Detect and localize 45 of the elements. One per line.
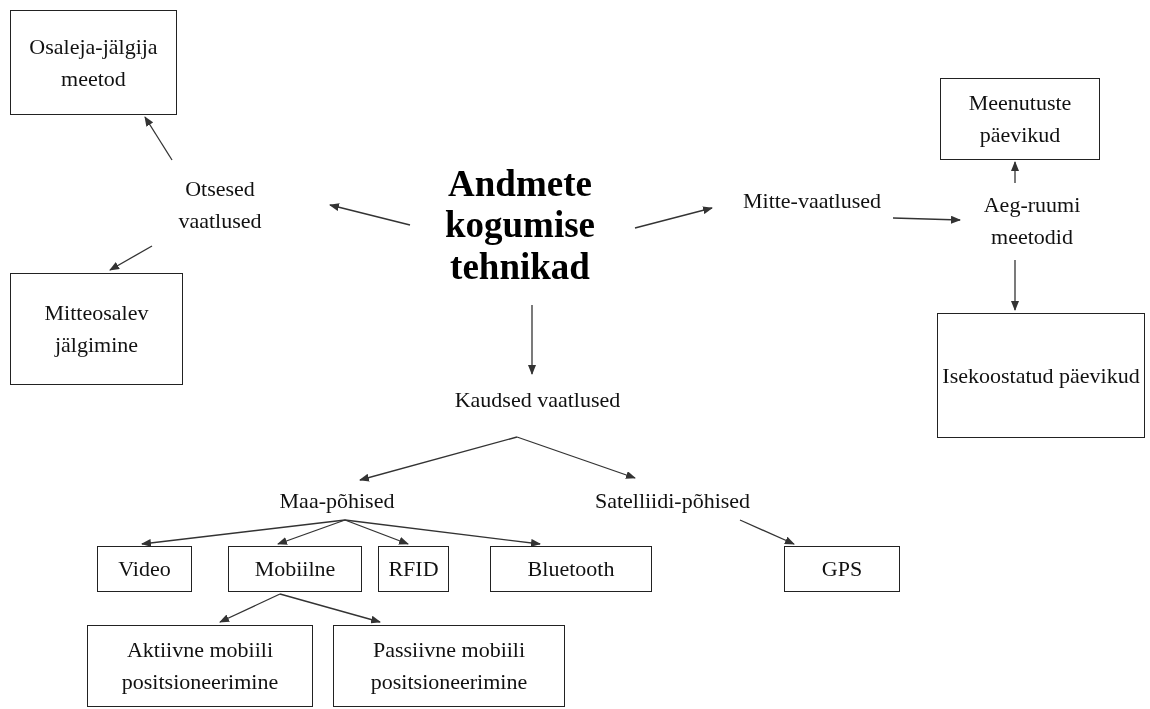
- category-box: [490, 546, 652, 592]
- arrow: [144, 116, 173, 161]
- box-label: Meenutuste päevikud: [967, 89, 1073, 149]
- category-label: Maa-põhised: [279, 487, 395, 516]
- category-box: [940, 78, 1100, 160]
- category-box: [378, 546, 449, 592]
- arrow: [1011, 259, 1019, 311]
- category-box: [333, 625, 565, 707]
- box-label: RFID: [388, 555, 439, 584]
- arrow: [892, 215, 961, 224]
- box-label: Osaleja-jälgija meetod: [28, 32, 159, 93]
- box-label: Mitteosalev jälgimine: [43, 299, 150, 359]
- box-label: GPS: [821, 555, 863, 584]
- arrow: [1011, 161, 1019, 184]
- category-box: [937, 313, 1145, 438]
- category-box: [97, 546, 192, 592]
- category-label: Aeg-ruumi meetodid: [982, 190, 1082, 251]
- arrow: [528, 304, 536, 375]
- category-box: [10, 273, 183, 385]
- arrow: [634, 206, 713, 229]
- category-box: [228, 546, 362, 592]
- box-label: Bluetooth: [527, 555, 615, 584]
- box-label: Video: [118, 555, 171, 584]
- category-label: Mitte-vaatlused: [742, 186, 882, 215]
- arrow: [344, 519, 409, 545]
- box-label: Isekoostatud päevikud: [942, 361, 1140, 390]
- box-label: Mobiilne: [254, 555, 336, 584]
- arrow: [109, 245, 153, 271]
- arrow: [219, 593, 281, 623]
- category-box: [10, 10, 177, 115]
- arrow: [739, 519, 795, 545]
- category-label: Otsesed vaatlused: [177, 175, 263, 235]
- arrow: [329, 203, 411, 226]
- category-label: Kaudsed vaatlused: [454, 385, 621, 414]
- category-box: [87, 625, 313, 707]
- arrow: [277, 519, 346, 545]
- arrow: [516, 436, 636, 479]
- arrow: [279, 593, 381, 624]
- box-label: Aktiivne mobiili positsioneerimine: [120, 636, 280, 696]
- arrow: [359, 436, 518, 482]
- category-box: [784, 546, 900, 592]
- title-text: Andmete kogumise tehnikad: [443, 162, 597, 288]
- box-label: Passiivne mobiili positsioneerimine: [369, 636, 529, 696]
- category-label: Satelliidi-põhised: [594, 487, 751, 516]
- arrow: [344, 519, 541, 547]
